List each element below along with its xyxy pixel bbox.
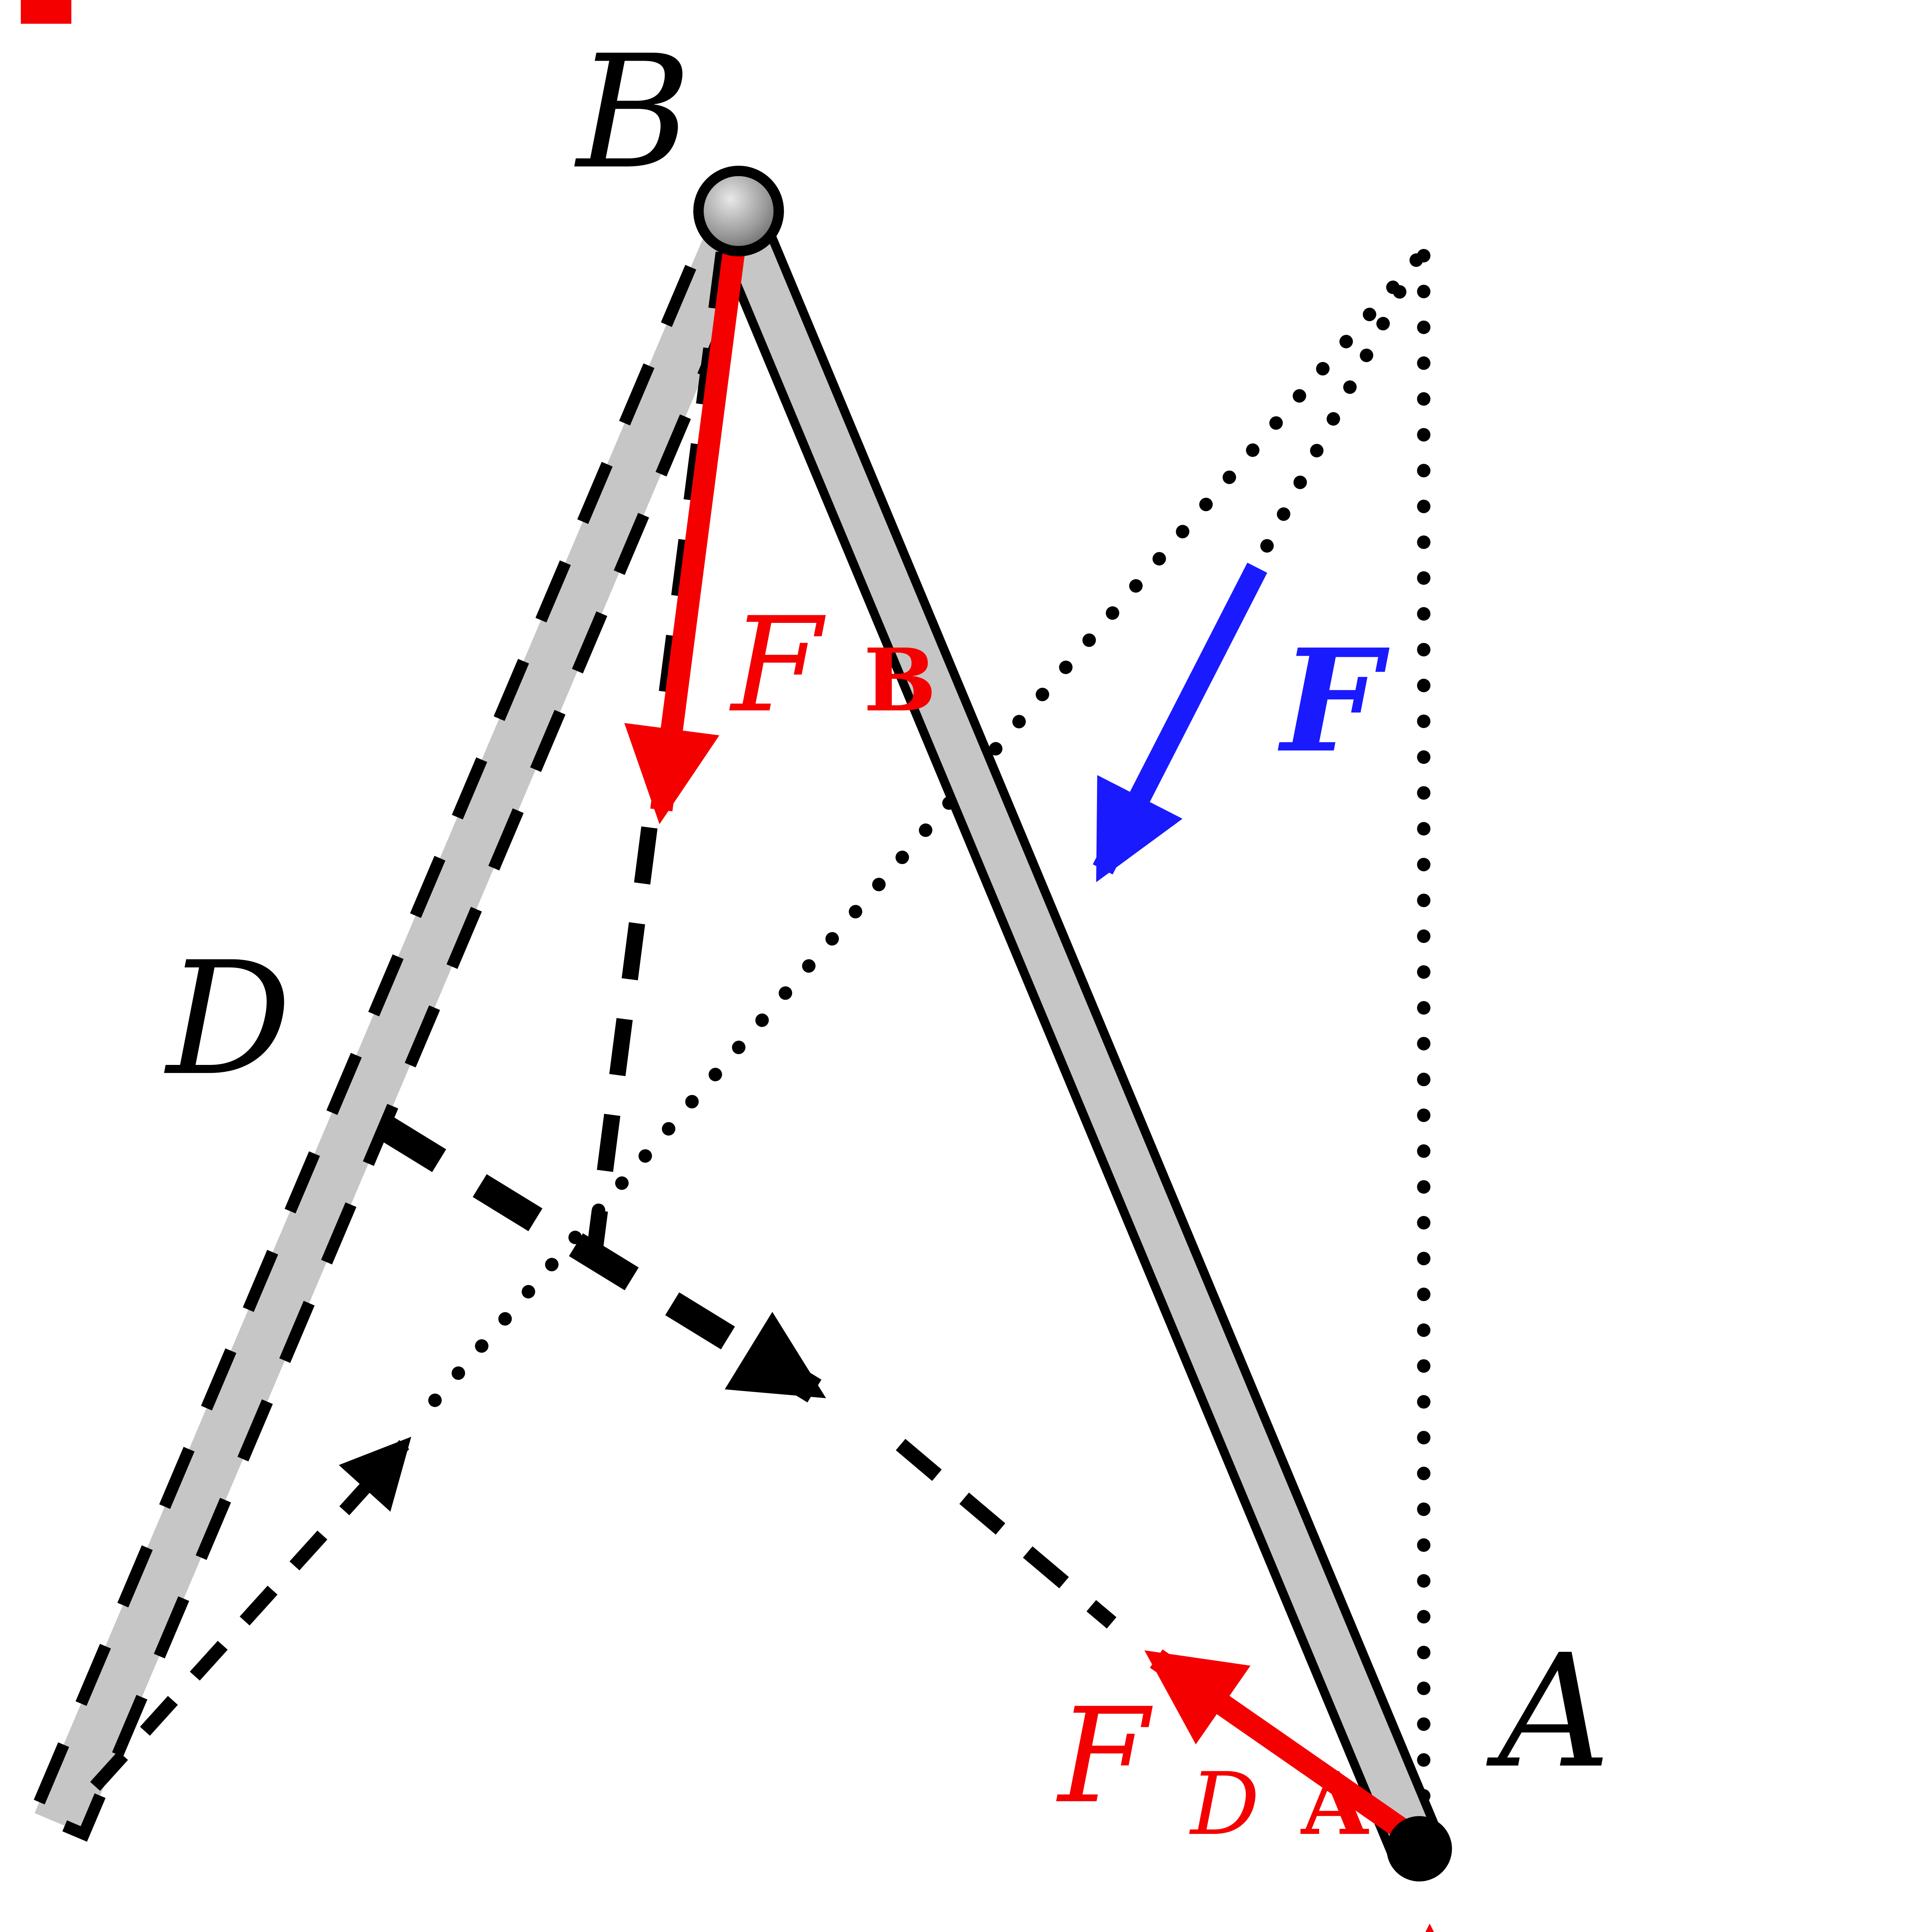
- label-B-text: B: [574, 22, 691, 204]
- dotted-diagonal-line-short: [1253, 253, 1423, 566]
- force-FB-arrow: [624, 236, 747, 825]
- label-F: F: [1277, 618, 1391, 784]
- label-FDA: F D A: [1056, 1680, 1369, 1865]
- pin-B: [693, 165, 784, 257]
- label-A-text: A: [1486, 1621, 1611, 1803]
- label-D: D: [164, 929, 291, 1110]
- force-FDA-arrow: [1144, 1649, 1411, 1840]
- label-A: A: [1486, 1621, 1611, 1803]
- dashed-continuation-line: [896, 1439, 1117, 1629]
- dotted-diagonal-line-long: [418, 253, 1423, 1419]
- label-FDA-sub-italic: D: [1189, 1754, 1260, 1854]
- label-B: B: [574, 22, 691, 204]
- label-FB-symbol: F: [729, 589, 827, 741]
- force-F-arrow: [1093, 563, 1267, 883]
- corner-red-artifact: [20, 0, 71, 24]
- displacement-arrow-thin: [90, 1437, 412, 1791]
- label-F-symbol: F: [1277, 618, 1391, 784]
- label-FDA-sub-bold: A: [1300, 1753, 1369, 1854]
- label-FDA-symbol: F: [1056, 1680, 1154, 1832]
- label-D-text: D: [164, 929, 291, 1110]
- label-FB: F B: [729, 589, 936, 741]
- displacement-arrow-thick: [376, 1115, 826, 1403]
- label-FB-sub-bold: B: [864, 629, 937, 731]
- point-A: [1386, 1816, 1452, 1882]
